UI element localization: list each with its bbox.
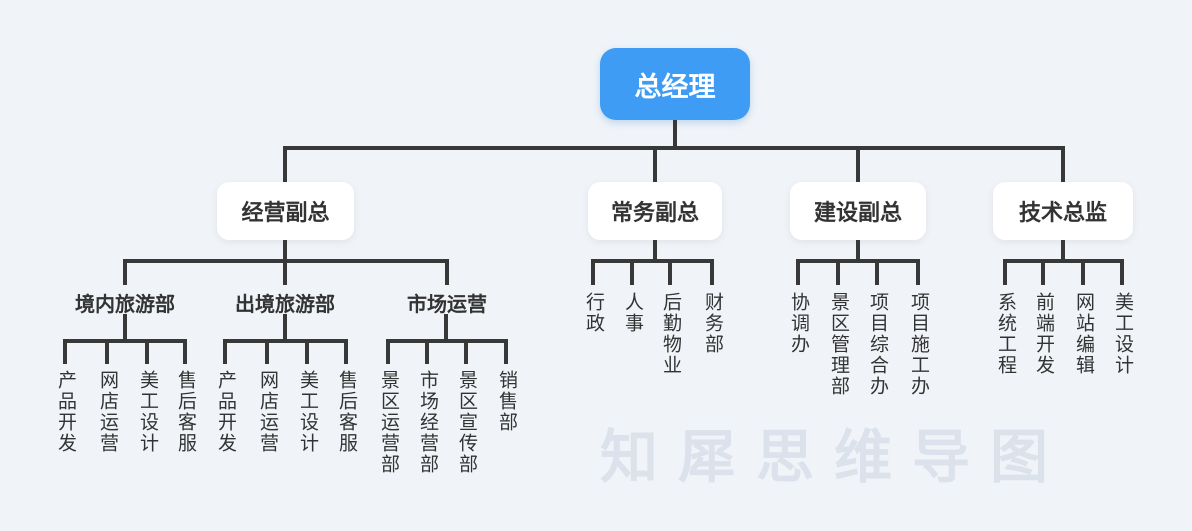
node-leaf[interactable]: 美工设计	[297, 370, 318, 454]
connector-line	[283, 240, 287, 259]
node-leaf[interactable]: 市场经营部	[417, 370, 438, 475]
node-department[interactable]: 境内旅游部	[75, 294, 175, 316]
node-leaf[interactable]: 项目综合办	[867, 292, 888, 397]
connector-line	[1120, 263, 1124, 285]
node-leaf[interactable]: 产品开发	[215, 370, 236, 454]
watermark: 知犀思维导图	[600, 425, 1069, 490]
connector-line	[425, 343, 429, 364]
connector-line	[710, 263, 714, 285]
connector-line	[223, 339, 348, 343]
connector-line	[63, 343, 67, 364]
connector-line	[916, 263, 920, 285]
connector-line	[283, 263, 287, 285]
node-department[interactable]: 出境旅游部	[235, 294, 335, 316]
connector-line	[856, 150, 860, 182]
connector-line	[796, 259, 920, 263]
connector-line	[1061, 240, 1065, 259]
connector-line	[796, 263, 800, 285]
connector-line	[265, 343, 269, 364]
node-leaf[interactable]: 美工设计	[1112, 292, 1133, 376]
node-leaf[interactable]: 景区宣传部	[456, 370, 477, 475]
connector-line	[630, 263, 634, 285]
node-leaf[interactable]: 网店运营	[257, 370, 278, 454]
node-leaf[interactable]: 财务部	[702, 292, 723, 355]
node-branch[interactable]: 建设副总	[790, 182, 926, 240]
connector-line	[183, 343, 187, 364]
connector-line	[504, 343, 508, 364]
connector-line	[1003, 263, 1007, 285]
node-branch[interactable]: 技术总监	[993, 182, 1133, 240]
node-leaf[interactable]: 景区运营部	[378, 370, 399, 475]
connector-line	[836, 263, 840, 285]
connector-line	[63, 339, 187, 343]
connector-line	[591, 263, 595, 285]
connector-line	[123, 314, 127, 339]
connector-line	[673, 120, 677, 146]
node-leaf[interactable]: 美工设计	[137, 370, 158, 454]
connector-line	[1081, 263, 1085, 285]
node-leaf[interactable]: 后勤物业	[660, 292, 681, 376]
connector-line	[105, 343, 109, 364]
node-leaf[interactable]: 行政	[583, 292, 604, 334]
connector-line	[653, 240, 657, 259]
connector-line	[856, 240, 860, 259]
node-leaf[interactable]: 网站编辑	[1073, 292, 1094, 376]
node-leaf[interactable]: 协调办	[788, 292, 809, 355]
node-leaf[interactable]: 人事	[622, 292, 643, 334]
connector-line	[464, 343, 468, 364]
node-root[interactable]: 总经理	[600, 48, 750, 120]
connector-line	[1003, 259, 1124, 263]
node-leaf[interactable]: 景区管理部	[828, 292, 849, 397]
connector-line	[283, 146, 1065, 150]
connector-line	[875, 263, 879, 285]
connector-line	[283, 314, 287, 339]
connector-line	[386, 343, 390, 364]
connector-line	[445, 263, 449, 285]
connector-line	[305, 343, 309, 364]
connector-line	[668, 263, 672, 285]
connector-line	[283, 150, 287, 182]
node-department[interactable]: 市场运营	[407, 294, 487, 316]
connector-line	[653, 150, 657, 182]
node-leaf[interactable]: 售后客服	[336, 370, 357, 454]
node-leaf[interactable]: 系统工程	[995, 292, 1016, 376]
node-leaf[interactable]: 前端开发	[1033, 292, 1054, 376]
node-leaf[interactable]: 网店运营	[97, 370, 118, 454]
connector-line	[444, 314, 448, 339]
connector-line	[123, 263, 127, 285]
node-leaf[interactable]: 售后客服	[175, 370, 196, 454]
connector-line	[1041, 263, 1045, 285]
node-leaf[interactable]: 销售部	[496, 370, 517, 433]
connector-line	[145, 343, 149, 364]
connector-line	[1061, 150, 1065, 182]
connector-line	[223, 343, 227, 364]
node-leaf[interactable]: 产品开发	[55, 370, 76, 454]
node-branch[interactable]: 常务副总	[588, 182, 722, 240]
node-branch[interactable]: 经营副总	[217, 182, 354, 240]
node-leaf[interactable]: 项目施工办	[908, 292, 929, 397]
connector-line	[344, 343, 348, 364]
connector-line	[123, 259, 449, 263]
connector-line	[591, 259, 714, 263]
connector-line	[386, 339, 508, 343]
